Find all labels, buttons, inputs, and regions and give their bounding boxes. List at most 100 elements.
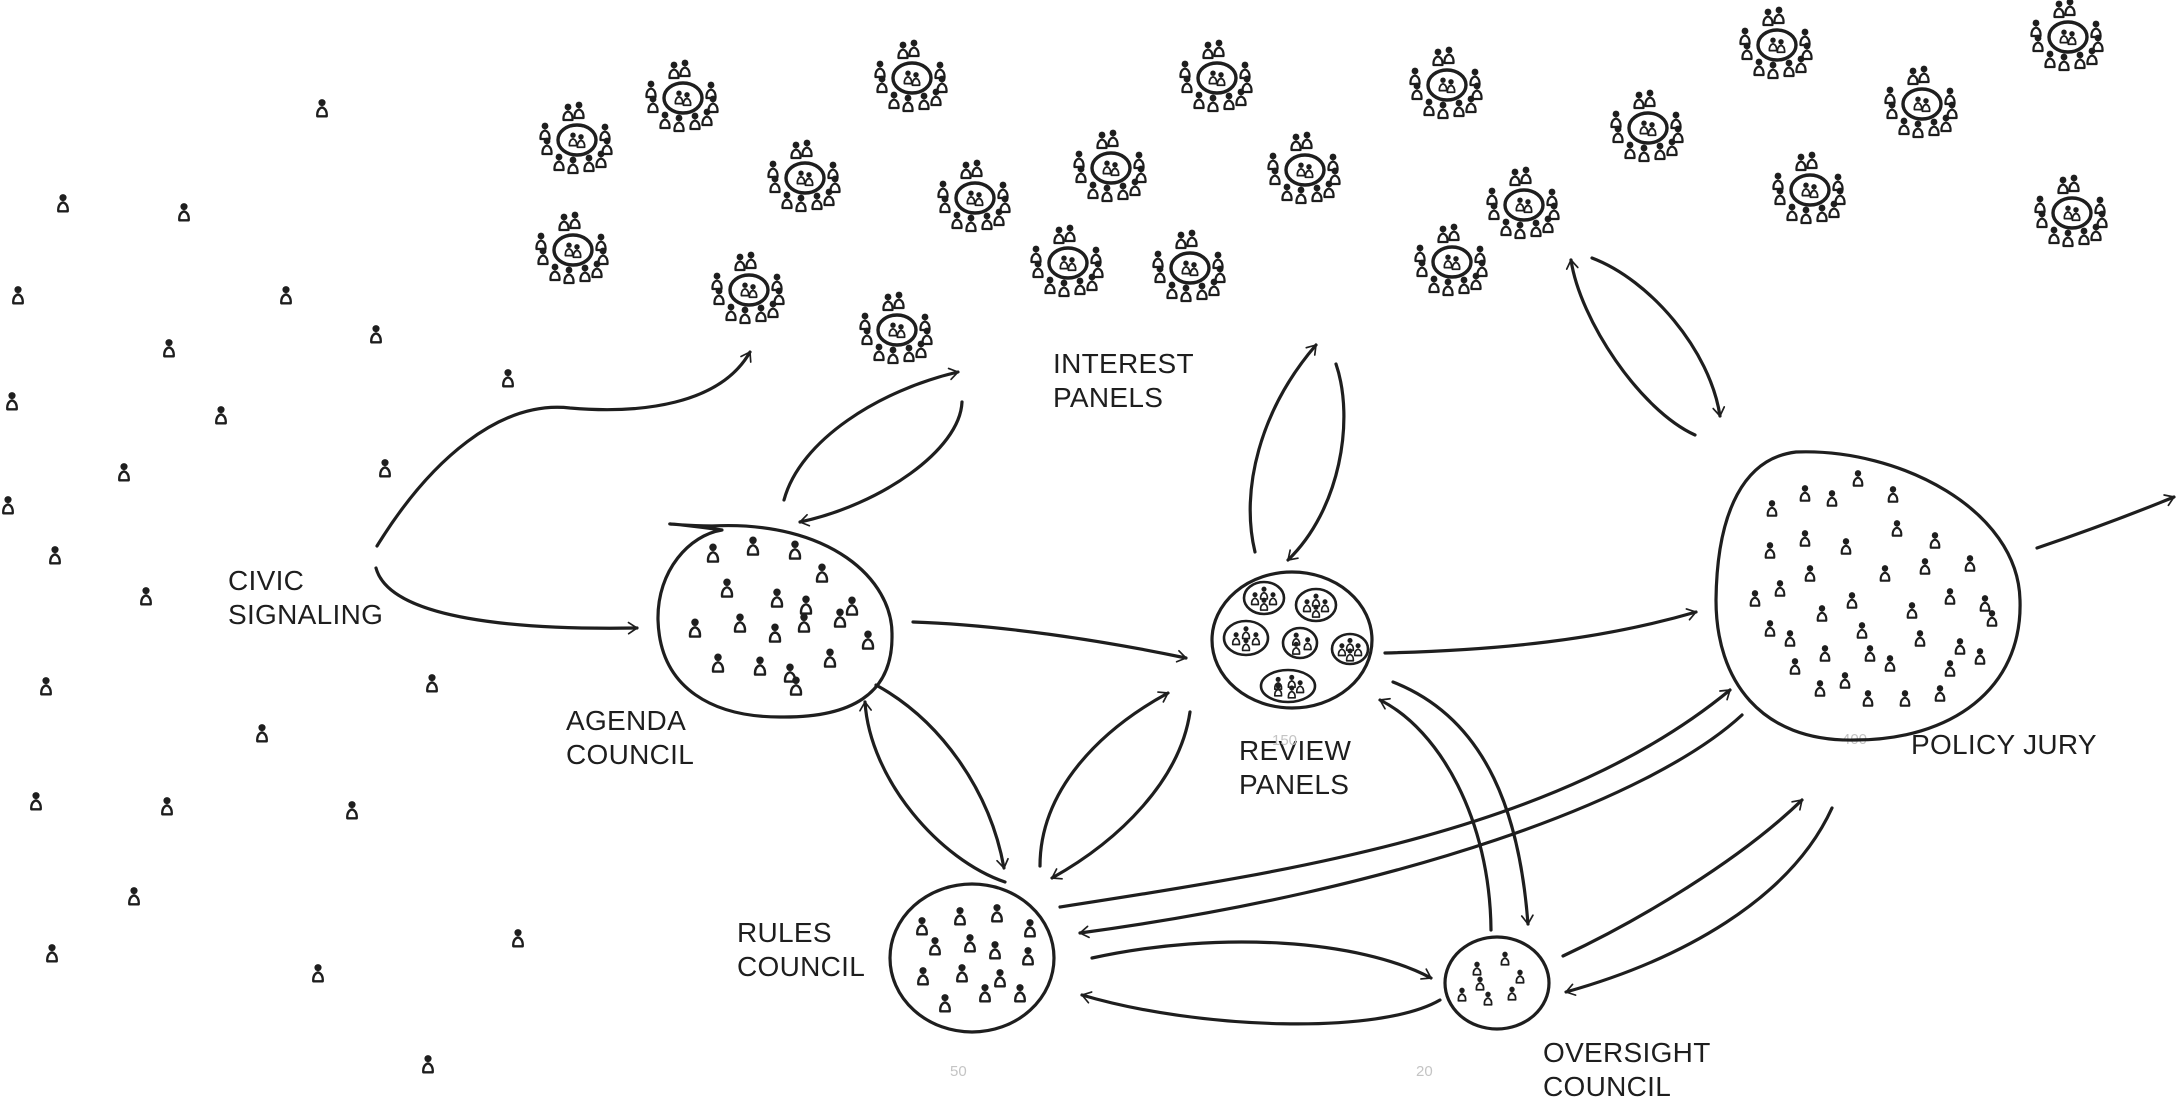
interest-panel-cluster-icon <box>1415 224 1486 295</box>
review-subpanel <box>1244 582 1284 614</box>
arrow-oversight-to-review <box>1380 700 1491 930</box>
person-icon <box>835 609 845 627</box>
interest-panel-cluster-icon <box>1268 132 1339 203</box>
person-icon <box>1956 638 1965 654</box>
person-icon <box>799 614 809 632</box>
oversight-council-node <box>1445 937 1549 1029</box>
person-icon <box>1854 470 1863 486</box>
person-icon <box>1786 630 1795 646</box>
person-icon <box>317 99 327 116</box>
agenda-council-members <box>690 537 873 695</box>
person-icon <box>995 969 1005 986</box>
person-icon <box>1848 592 1857 608</box>
person-icon <box>735 614 745 632</box>
person-icon <box>1270 592 1277 604</box>
svg-text:AGENDA: AGENDA <box>566 705 686 736</box>
agenda-council-label: AGENDA COUNCIL <box>566 705 694 770</box>
person-icon <box>503 369 513 386</box>
person-icon <box>1766 620 1775 636</box>
person-icon <box>1508 987 1515 1000</box>
person-icon <box>1946 588 1955 604</box>
person-icon <box>791 677 801 695</box>
review-subpanel <box>1224 621 1268 655</box>
svg-text:PANELS: PANELS <box>1053 382 1163 413</box>
arrow-civic-to-interest <box>377 352 750 546</box>
person-icon <box>216 406 226 423</box>
person-icon <box>41 677 51 694</box>
arrow-rules-to-review <box>1040 693 1168 866</box>
person-icon <box>281 286 291 303</box>
person-icon <box>1866 645 1875 661</box>
person-icon <box>1304 637 1311 649</box>
person-icon <box>918 967 928 984</box>
person-icon <box>1768 500 1777 516</box>
person-icon <box>1261 587 1268 599</box>
person-icon <box>1946 660 1955 676</box>
person-icon <box>1816 680 1825 696</box>
person-icon <box>1458 988 1465 1001</box>
person-icon <box>990 941 1000 958</box>
person-icon <box>863 631 873 649</box>
person-icon <box>164 339 174 356</box>
interest-panel-cluster-icon <box>1410 47 1481 118</box>
person-icon <box>3 496 13 513</box>
person-icon <box>1484 992 1491 1005</box>
person-icon <box>427 674 437 691</box>
interest-panel-cluster-icon <box>938 160 1009 231</box>
rules-council-count: 50 <box>950 1063 967 1080</box>
person-icon <box>980 984 990 1001</box>
person-icon <box>1776 580 1785 596</box>
svg-text:POLICY JURY: POLICY JURY <box>1911 729 2097 760</box>
review-subpanel <box>1332 634 1368 664</box>
person-icon <box>119 463 129 480</box>
person-icon <box>1966 555 1975 571</box>
person-icon <box>141 587 151 604</box>
arrow-oversight-to-jury <box>1563 800 1802 956</box>
person-icon <box>7 392 17 409</box>
person-icon <box>162 797 172 814</box>
person-icon <box>825 649 835 667</box>
arrow-agenda-to-interest <box>784 372 958 500</box>
interest-panel-cluster-icon <box>1773 152 1844 223</box>
svg-text:RULES: RULES <box>737 917 832 948</box>
rules-council-node <box>890 884 1054 1032</box>
interest-panel-cluster-icon <box>875 40 946 111</box>
interest-panel-cluster-icon <box>646 60 717 131</box>
person-icon <box>1881 565 1890 581</box>
arrow-agenda-to-review <box>913 622 1186 658</box>
arrow-jury-to-interest <box>1571 260 1695 435</box>
person-icon <box>992 904 1002 921</box>
interest-panel-cluster-icon <box>1153 230 1224 301</box>
person-icon <box>257 724 267 741</box>
person-icon <box>1297 680 1304 692</box>
person-icon <box>1908 602 1917 618</box>
oversight-council-count: 20 <box>1416 1063 1433 1080</box>
svg-text:CIVIC: CIVIC <box>228 565 304 596</box>
person-icon <box>1981 595 1990 611</box>
person-icon <box>1916 630 1925 646</box>
interest-panel-cluster-icon <box>2035 175 2106 246</box>
person-icon <box>129 887 139 904</box>
arrow-civic-to-agenda <box>376 568 637 628</box>
person-icon <box>1313 594 1320 606</box>
person-icon <box>1864 690 1873 706</box>
person-icon <box>748 537 758 555</box>
flow-arrows <box>376 258 2174 1024</box>
person-icon <box>722 579 732 597</box>
person-icon <box>1751 590 1760 606</box>
person-icon <box>371 325 381 342</box>
person-icon <box>772 589 782 607</box>
interest-panel-cluster-icon <box>540 102 611 173</box>
person-icon <box>1766 542 1775 558</box>
policy-jury-node <box>1716 452 2020 740</box>
interest-panel-cluster-icon <box>1180 40 1251 111</box>
person-icon <box>1988 610 1997 626</box>
person-icon <box>31 792 41 809</box>
person-icon <box>1023 947 1033 964</box>
person-icon <box>1347 638 1354 650</box>
person-icon <box>817 564 827 582</box>
policy-jury-label: POLICY JURY <box>1911 729 2097 760</box>
arrow-review-to-interest <box>1250 345 1316 552</box>
person-icon <box>1015 984 1025 1001</box>
